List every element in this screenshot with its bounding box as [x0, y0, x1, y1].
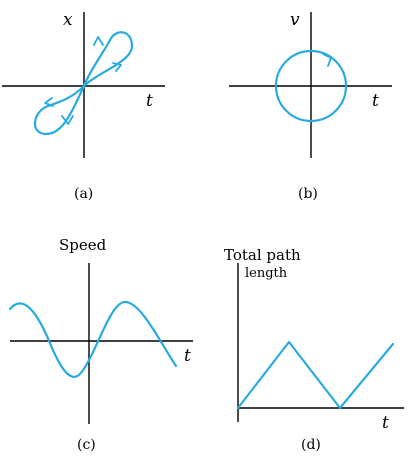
panel-a: x t (a) — [2, 10, 165, 202]
panel-b-caption: (b) — [298, 186, 318, 202]
panel-d-y-label-line2: length — [245, 266, 288, 281]
panel-b-circle — [274, 49, 348, 123]
panel-d-caption: (d) — [301, 437, 321, 453]
panel-d-y-label-line1: Total path — [224, 246, 301, 264]
panel-a-upper-loop — [82, 31, 134, 88]
panel-d-path-length — [236, 340, 395, 410]
panel-a-arrow-icon — [61, 115, 74, 125]
panel-d-x-label: t — [382, 413, 389, 433]
panel-c-x-label: t — [184, 346, 191, 366]
panel-c-y-label: Speed — [59, 236, 107, 254]
panel-b: v t (b) — [229, 10, 392, 202]
panel-b-y-label: v — [290, 10, 300, 30]
panel-b-arrow-icon — [322, 53, 332, 67]
panel-a-lower-loop — [33, 84, 86, 136]
panel-c-caption: (c) — [77, 437, 96, 453]
panel-c-wave — [8, 300, 178, 378]
panel-a-arrow-icon — [112, 62, 122, 72]
panel-b-x-label: t — [372, 91, 379, 111]
panel-a-arrow-icon — [93, 36, 104, 46]
panel-a-y-label: x — [63, 10, 73, 30]
panel-a-x-label: t — [146, 91, 153, 111]
panel-a-arrow-icon — [44, 97, 54, 107]
panel-a-caption: (a) — [74, 186, 93, 202]
panel-d: Total path length t (d) — [224, 246, 404, 453]
panel-c: Speed t (c) — [8, 236, 193, 453]
